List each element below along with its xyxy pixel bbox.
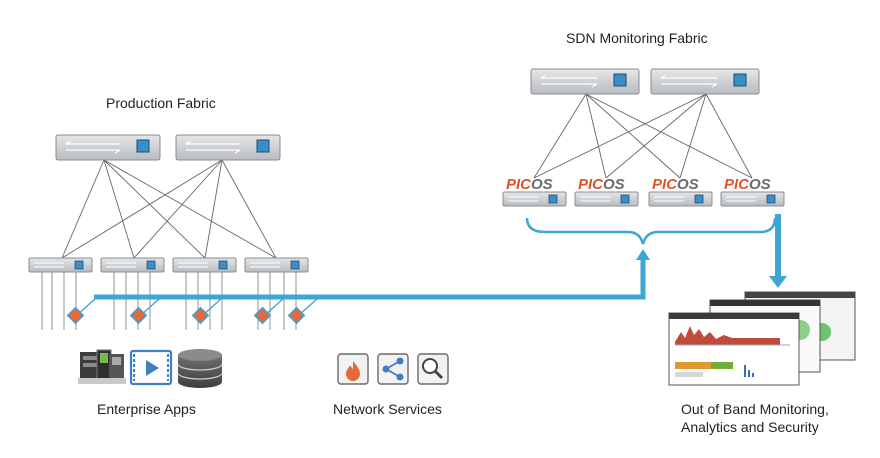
production-leaf-4 [244, 257, 309, 273]
tap-diamond [253, 306, 272, 325]
tap-diamond [191, 306, 210, 325]
picos-logo: PICOS [578, 176, 625, 193]
dashboard-screens-icon [668, 291, 856, 386]
production-links [61, 159, 277, 259]
database-icon [177, 349, 223, 388]
firewall-icon [337, 353, 369, 385]
picos-switch-4: PICOS [720, 176, 785, 207]
share-network-icon [377, 353, 409, 385]
picos-logo: PICOS [724, 176, 771, 193]
monitoring-brace [525, 217, 777, 245]
production-spine-2 [175, 134, 281, 161]
leaf-downlinks [41, 272, 297, 330]
picos-logo: PICOS [506, 176, 553, 193]
server-rack-icon [78, 349, 126, 384]
picos-switch-2: PICOS [574, 176, 639, 207]
tap-diamond [129, 306, 148, 325]
picos-logo: PICOS [652, 176, 699, 193]
video-play-icon [129, 349, 173, 386]
production-leaf-3 [172, 257, 237, 273]
tap-aggregation-link [94, 249, 650, 300]
production-fabric-title: Production Fabric [106, 95, 216, 111]
picos-switch-1: PICOS [502, 176, 567, 207]
production-leaf-1 [28, 257, 93, 273]
tap-diamond [66, 306, 85, 325]
search-icon [417, 353, 449, 385]
tap-diamond [287, 306, 306, 325]
monitoring-spine-1 [530, 68, 640, 95]
monitoring-spine-2 [650, 68, 760, 95]
enterprise-apps-label: Enterprise Apps [97, 401, 196, 417]
monitoring-output-arrow [769, 214, 787, 288]
tap-points [66, 306, 306, 325]
production-leaf-2 [100, 257, 165, 273]
production-spine-1 [55, 134, 161, 161]
monitoring-links [533, 93, 753, 179]
picos-switch-3: PICOS [648, 176, 713, 207]
oob-label-line2: Analytics and Security [681, 419, 819, 435]
oob-label-line1: Out of Band Monitoring, [681, 401, 829, 417]
monitoring-fabric-title: SDN Monitoring Fabric [566, 30, 708, 46]
network-services-label: Network Services [333, 401, 442, 417]
